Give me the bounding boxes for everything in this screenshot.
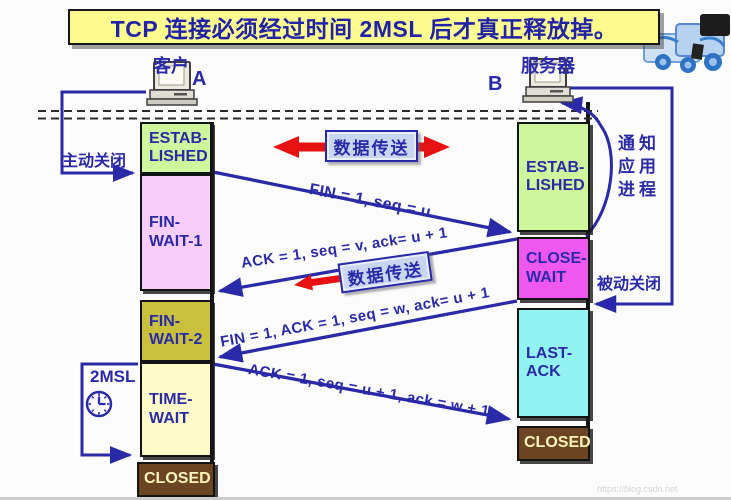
msl-bracket-arrow — [80, 362, 138, 464]
active-close-label: 主动关闭 — [62, 153, 127, 170]
client-role-label: 客户 — [153, 56, 189, 76]
state-client-time-wait: TIME- WAIT — [140, 362, 212, 457]
client-timeline — [210, 122, 214, 462]
state-server-close-wait: CLOSE- WAIT — [517, 237, 590, 300]
state-client-established: ESTAB- LISHED — [140, 122, 212, 174]
data-transfer-badge-top: 数据传送 — [325, 130, 418, 162]
clock-icon — [85, 390, 113, 418]
page-title: TCP 连接必须经过时间 2MSL 后才真正释放掉。 — [68, 9, 660, 45]
csdn-corner-logo — [643, 14, 730, 73]
state-client-fin-wait-1: FIN- WAIT-1 — [140, 174, 212, 291]
active-close-arrow — [60, 90, 146, 182]
client-host-label: A — [192, 68, 207, 90]
state-server-last-ack: LAST- ACK — [517, 308, 590, 418]
state-client-closed: CLOSED — [137, 462, 215, 497]
data-transfer-left-arrow-icon — [294, 274, 343, 291]
server-host-label: B — [488, 73, 503, 95]
fin-ack-segment-arrow — [217, 299, 518, 363]
notify-app-curve-arrow — [559, 96, 613, 238]
fin-segment-arrow — [212, 170, 513, 238]
watermark: https://blog.csdn.net — [597, 484, 678, 494]
msl-label: 2MSL — [90, 367, 136, 386]
passive-close-label: 被动关闭 — [597, 276, 662, 293]
notify-app-label: 通知 应用 进程 — [618, 134, 660, 199]
state-server-closed: CLOSED — [517, 426, 591, 461]
state-server-established: ESTAB- LISHED — [517, 122, 590, 232]
server-role-label: 服务器 — [521, 56, 575, 76]
data-transfer-badge-middle-group: 数据传送 — [292, 250, 433, 300]
timeline-dashed-line — [38, 110, 598, 120]
bottom-gray-bar — [0, 497, 731, 500]
last-ack-segment-arrow — [212, 362, 512, 425]
passive-close-arrow — [568, 86, 674, 313]
state-client-fin-wait-2: FIN- WAIT-2 — [140, 300, 212, 362]
